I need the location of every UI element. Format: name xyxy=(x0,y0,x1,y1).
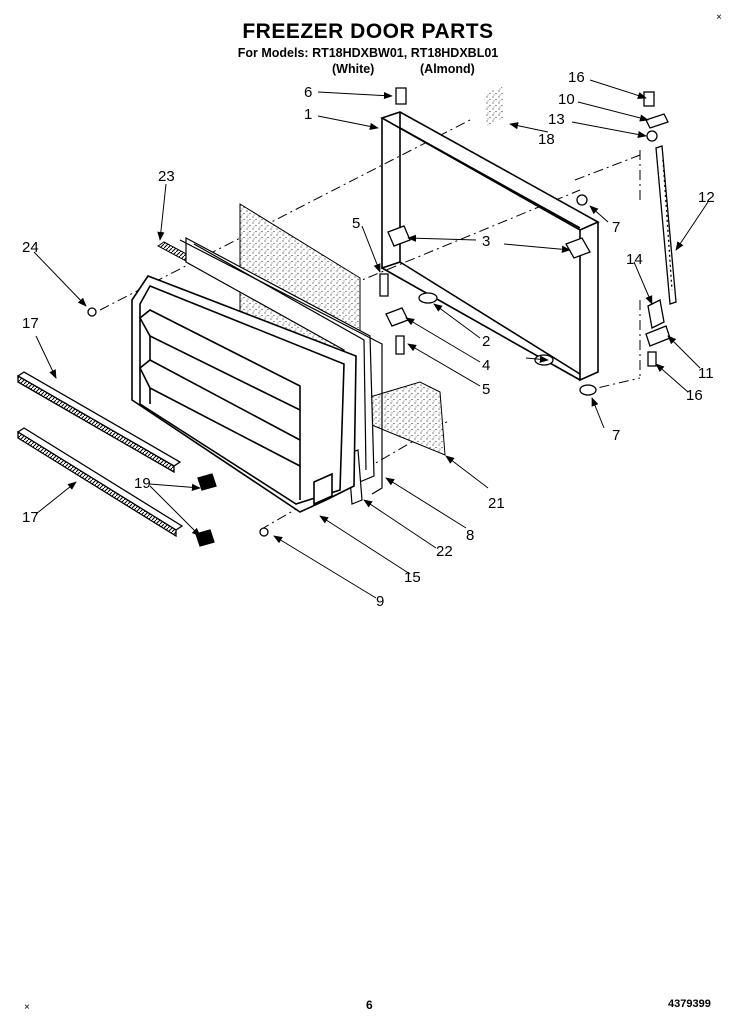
callout-16-upper: 16 xyxy=(568,69,585,86)
callout-1: 1 xyxy=(304,106,312,123)
door-frame xyxy=(380,111,600,382)
callout-19: 19 xyxy=(134,475,151,492)
callout-13: 13 xyxy=(548,111,565,128)
model-number-1: RT18HDXBW01, xyxy=(312,46,408,60)
color-almond: (Almond) xyxy=(420,62,475,76)
document-number: 4379399 xyxy=(668,998,711,1010)
models-prefix: For Models: xyxy=(237,46,309,60)
callout-5-upper: 5 xyxy=(352,215,360,232)
callout-23: 23 xyxy=(158,168,175,185)
model-line: For Models: RT18HDXBW01, RT18HDXBL01 xyxy=(0,46,736,60)
callout-17-upper: 17 xyxy=(22,315,39,332)
leader-arrows xyxy=(33,79,709,599)
callout-labels: 6 1 23 24 5 3 2 4 5 18 16 10 13 7 7 12 1… xyxy=(22,69,715,610)
callout-16-lower: 16 xyxy=(686,387,703,404)
callout-6: 6 xyxy=(304,84,312,101)
door-gasket xyxy=(179,237,383,505)
page-number: 6 xyxy=(366,998,373,1012)
model-number-2: RT18HDXBL01 xyxy=(410,46,499,60)
door-liner xyxy=(131,275,357,513)
callout-18: 18 xyxy=(538,131,555,148)
color-white: (White) xyxy=(332,62,375,76)
callout-9: 9 xyxy=(376,593,384,610)
page-title: FREEZER DOOR PARTS xyxy=(242,20,494,43)
callout-3: 3 xyxy=(482,233,490,250)
callout-7-upper: 7 xyxy=(612,219,620,236)
callout-12: 12 xyxy=(698,189,715,206)
small-foam-panel xyxy=(484,86,504,126)
corner-mark-top: × xyxy=(716,12,722,23)
callout-4: 4 xyxy=(482,357,490,374)
callout-8: 8 xyxy=(466,527,474,544)
callout-21: 21 xyxy=(488,495,505,512)
callout-11: 11 xyxy=(698,365,714,382)
callout-7-lower: 7 xyxy=(612,427,620,444)
callout-5-lower: 5 xyxy=(482,381,490,398)
shelf-bars xyxy=(16,371,217,547)
callout-2: 2 xyxy=(482,333,490,350)
callout-14: 14 xyxy=(626,251,643,268)
callout-24: 24 xyxy=(22,239,39,256)
callout-22: 22 xyxy=(436,543,453,560)
corner-mark-bottom: × xyxy=(24,1002,30,1013)
callout-15: 15 xyxy=(404,569,421,586)
hinge-hardware xyxy=(87,87,677,537)
callout-10: 10 xyxy=(558,91,575,108)
callout-17-lower: 17 xyxy=(22,509,39,526)
